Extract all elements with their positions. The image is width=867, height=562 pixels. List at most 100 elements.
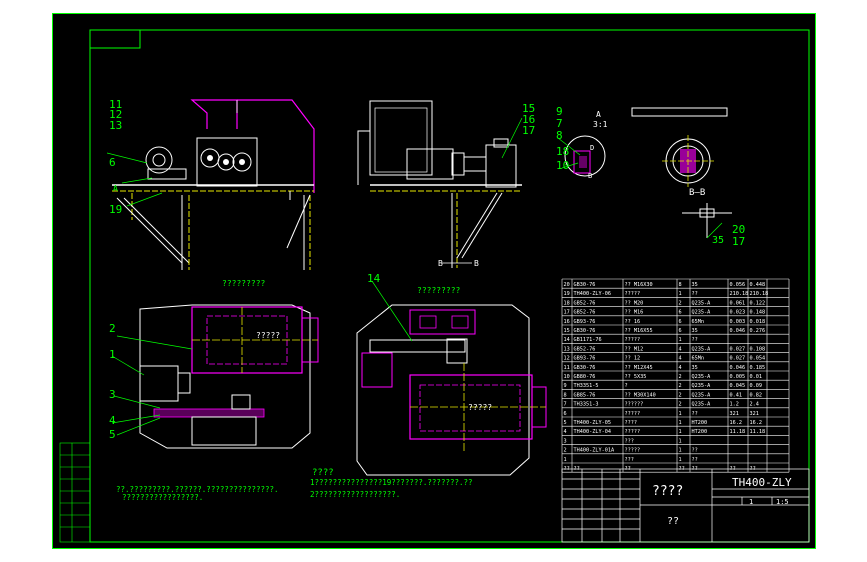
dimension-35: 35 — [712, 235, 724, 246]
table-cell: 4 — [679, 365, 682, 371]
table-cell: 35 — [692, 365, 698, 371]
callout-8: 8 — [556, 129, 563, 142]
table-cell: Q235-A — [692, 300, 712, 306]
table-cell: ??? — [625, 457, 634, 463]
table-cell: GB80-76 — [574, 374, 596, 380]
table-cell: 2 — [679, 300, 682, 306]
revision-margin-table — [59, 442, 91, 543]
table-cell: ????? — [625, 291, 641, 297]
detail-label-d: D — [590, 144, 594, 152]
callout-16: 16 — [522, 113, 535, 126]
table-cell: 1 — [679, 420, 682, 426]
drawing-number: TH400-ZLY — [732, 476, 792, 489]
table-cell: TH400-ZLY-06 — [574, 291, 611, 297]
table-cell: ?? M16X30 — [625, 282, 653, 288]
reducer-left-label: ????? — [256, 331, 280, 340]
side-view — [357, 100, 523, 268]
table-cell: 65Mn — [692, 356, 705, 362]
table-cell: 1 — [564, 457, 567, 463]
table-cell: 8 — [564, 392, 567, 398]
table-cell: 11 — [564, 365, 570, 371]
table-cell: GB52-76 — [574, 346, 596, 352]
detail-label-b: B — [588, 172, 592, 180]
drawing-name: ???? — [652, 484, 683, 499]
sheet-number: 1 — [749, 498, 753, 506]
table-cell: 1 — [679, 291, 682, 297]
table-cell: 1 — [679, 448, 682, 454]
table-cell: 0.005 — [730, 374, 746, 380]
corner-box — [89, 29, 141, 49]
tech-requirement-1: 1???????????????19???????.???????.?? — [310, 478, 473, 487]
table-cell: ?? M30X140 — [625, 392, 656, 398]
table-cell: 0.448 — [750, 282, 766, 288]
table-cell: 0.018 — [750, 319, 766, 325]
table-cell: 7 — [564, 402, 567, 408]
table-cell: ?? 5X35 — [625, 374, 647, 380]
callout-7: 7 — [556, 117, 563, 130]
inner-border — [89, 29, 810, 543]
table-cell: GB93-76 — [574, 356, 596, 362]
callout-17: 17 — [522, 124, 535, 137]
table-cell: ?? — [692, 337, 698, 343]
callout-17-detail: 17 — [732, 235, 745, 248]
table-cell: Q235-A — [692, 402, 712, 408]
detail-label-a: A — [596, 110, 601, 119]
callout-6: 6 — [109, 156, 116, 169]
table-cell: TH400-ZLY-05 — [574, 420, 611, 426]
table-cell: 0.003 — [730, 319, 746, 325]
callout-2: 2 — [109, 322, 116, 335]
detail-view-a — [557, 107, 728, 177]
table-cell: 1 — [679, 429, 682, 435]
table-cell: 6 — [679, 310, 682, 316]
table-cell: 4 — [679, 356, 682, 362]
table-cell: Q235-A — [692, 374, 712, 380]
table-cell: 0.09 — [750, 383, 763, 389]
table-cell: ? — [625, 383, 628, 389]
table-cell: TH3351-5 — [574, 383, 599, 389]
table-cell: 0.061 — [730, 300, 746, 306]
table-cell: 2 — [564, 448, 567, 454]
table-cell: 35 — [692, 328, 698, 334]
table-cell: ?? 12 — [625, 356, 641, 362]
table-cell: ??? — [625, 438, 634, 444]
table-cell: ?? M16X55 — [625, 328, 653, 334]
table-cell: ?????? — [625, 402, 644, 408]
table-cell: 1 — [679, 438, 682, 444]
table-cell: 16.2 — [750, 420, 763, 426]
table-cell: Q235-A — [692, 310, 712, 316]
table-cell: 1 — [679, 457, 682, 463]
table-cell: 11.18 — [730, 429, 746, 435]
table-cell: 1 — [679, 411, 682, 417]
table-cell: 15 — [564, 328, 570, 334]
table-cell: 14 — [564, 337, 570, 343]
table-cell: 210.18 — [730, 291, 749, 297]
table-cell: 6 — [564, 411, 567, 417]
table-cell: 0.108 — [750, 346, 766, 352]
table-cell: Q235-A — [692, 346, 712, 352]
table-cell: 1.2 — [730, 402, 739, 408]
table-cell: 2 — [679, 374, 682, 380]
table-cell: HT200 — [692, 429, 708, 435]
table-cell: ????? — [625, 429, 641, 435]
table-cell: 17 — [564, 310, 570, 316]
tech-requirements-title: ???? — [312, 468, 334, 478]
table-cell: GB30-76 — [574, 282, 596, 288]
tech-requirement-2: 2??????????????????. — [310, 490, 400, 499]
callout-20: 20 — [732, 223, 745, 236]
table-cell: 2.4 — [750, 402, 759, 408]
callout-11: 11 — [109, 98, 122, 111]
table-cell: TH400-ZLY-04 — [574, 429, 611, 435]
table-cell: 2 — [679, 383, 682, 389]
table-cell: 0.045 — [730, 383, 746, 389]
table-cell: ???? — [625, 420, 638, 426]
table-cell: Q235-A — [692, 392, 712, 398]
table-cell: 65Mn — [692, 319, 705, 325]
table-cell: ????? — [625, 411, 641, 417]
table-cell: 6 — [679, 328, 682, 334]
table-cell: 13 — [564, 346, 570, 352]
table-cell: 0.185 — [750, 365, 766, 371]
bolt-detail — [682, 203, 732, 239]
front-view — [106, 99, 315, 270]
